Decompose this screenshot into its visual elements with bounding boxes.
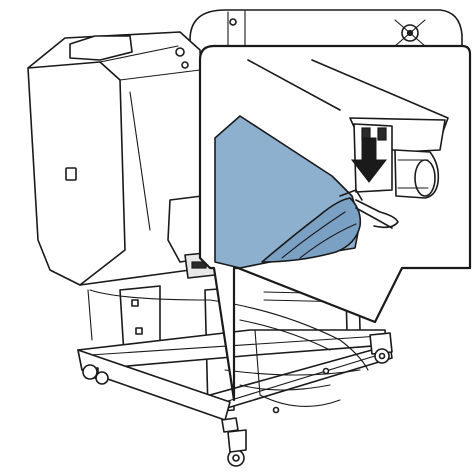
printer-body	[27, 31, 206, 286]
paper-loading-detail	[198, 44, 472, 402]
arrow-down-icon	[350, 137, 388, 183]
paper-sheet-icon	[214, 115, 399, 269]
caster-wheel-icon	[82, 332, 393, 467]
paper-basket	[87, 289, 369, 414]
